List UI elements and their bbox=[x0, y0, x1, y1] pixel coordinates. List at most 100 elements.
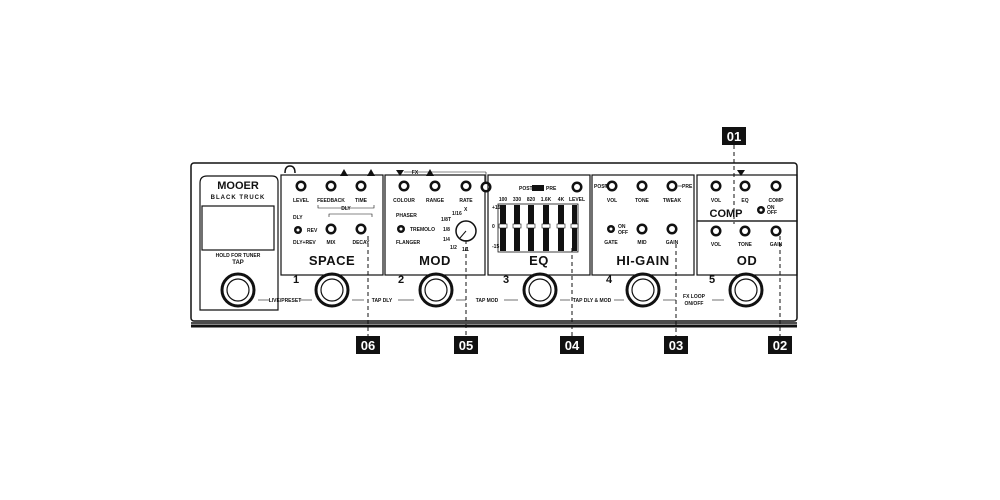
knob-time[interactable] bbox=[355, 180, 367, 192]
knob-od-vol-label: VOL bbox=[711, 242, 721, 248]
subdiv-1-4: 1/4 bbox=[443, 237, 450, 243]
comp-switch-on: ON bbox=[767, 205, 775, 211]
higain-post-label: POST bbox=[594, 184, 608, 190]
triangle-down-icon bbox=[396, 170, 404, 176]
knob-comp-vol[interactable] bbox=[710, 180, 722, 192]
footswitch-1[interactable] bbox=[314, 272, 350, 308]
callout-05-label: 05 bbox=[459, 338, 473, 353]
dly-bracket bbox=[317, 205, 375, 209]
mod-mode-selector[interactable] bbox=[397, 225, 405, 233]
knob-od-gain[interactable] bbox=[770, 225, 782, 237]
callout-05: 05 bbox=[454, 336, 478, 354]
gate-selector[interactable] bbox=[607, 225, 615, 233]
selector-mid-label: REV bbox=[307, 228, 318, 234]
footer-tap-dly-mod: TAP DLY & MOD bbox=[573, 298, 612, 304]
callout-02: 02 bbox=[768, 336, 792, 354]
callout-06-label: 06 bbox=[361, 338, 375, 353]
expression-jack[interactable] bbox=[480, 181, 492, 193]
knob-comp-vol-label: VOL bbox=[711, 198, 721, 204]
space-number: 1 bbox=[293, 274, 299, 286]
callout-04-label: 04 bbox=[565, 338, 580, 353]
knob-mix[interactable] bbox=[325, 223, 337, 235]
gate-label: GATE bbox=[604, 240, 618, 246]
footer-tap-dly: TAP DLY bbox=[372, 298, 393, 304]
knob-higain-mid-label: MID bbox=[637, 240, 647, 246]
footer-fx-loop-2: ON/OFF bbox=[685, 301, 704, 307]
mod-name: MOD bbox=[419, 253, 451, 268]
eq-db-bot: -15 bbox=[492, 244, 499, 250]
tap-label: TAP bbox=[232, 260, 244, 266]
eq-db-top: +15 bbox=[492, 205, 501, 211]
knob-higain-mid[interactable] bbox=[636, 223, 648, 235]
footer-tap-mod: TAP MOD bbox=[476, 298, 499, 304]
triangle-down-icon bbox=[737, 170, 745, 176]
knob-eq-level[interactable] bbox=[571, 181, 583, 193]
footswitch-3[interactable] bbox=[522, 272, 558, 308]
eq-band-330: 330 bbox=[513, 197, 522, 203]
knob-od-tone[interactable] bbox=[739, 225, 751, 237]
brand-logo: MOOER bbox=[217, 180, 259, 192]
eq-band-820: 820 bbox=[527, 197, 536, 203]
triangle-marker-icon bbox=[367, 169, 375, 176]
eq-slider-820[interactable] bbox=[526, 205, 536, 251]
space-mode-selector[interactable] bbox=[294, 226, 302, 234]
mod-selector-mid-label: TREMOLO bbox=[410, 227, 435, 233]
knob-rate[interactable] bbox=[460, 180, 472, 192]
comp-switch[interactable] bbox=[757, 206, 765, 214]
knob-od-tone-label: TONE bbox=[738, 242, 752, 248]
od-number: 5 bbox=[709, 274, 715, 286]
callout-03-label: 03 bbox=[669, 338, 683, 353]
knob-mix-label: MIX bbox=[327, 240, 337, 246]
higain-number: 4 bbox=[606, 274, 613, 286]
higain-name: HI-GAIN bbox=[616, 253, 669, 268]
knob-feedback[interactable] bbox=[325, 180, 337, 192]
mod-section: FX COLOUR RANGE RATE PHASER TREMOLO FLAN… bbox=[384, 169, 492, 286]
knob-colour[interactable] bbox=[398, 180, 410, 192]
eq-slider-4k[interactable] bbox=[556, 205, 566, 251]
knob-higain-vol-label: VOL bbox=[607, 198, 617, 204]
knob-od-vol[interactable] bbox=[710, 225, 722, 237]
subdiv-1-16: 1/16 bbox=[452, 211, 462, 217]
footer-labels: LIVE/PRESET TAP DLY TAP MOD TAP DLY & MO… bbox=[258, 294, 724, 307]
footswitch-2[interactable] bbox=[418, 272, 454, 308]
subdivision-knob[interactable] bbox=[455, 220, 477, 242]
triangle-up-icon bbox=[426, 169, 434, 176]
eq-number: 3 bbox=[503, 274, 509, 286]
eq-slider-1-6k[interactable] bbox=[541, 205, 551, 251]
knob-higain-vol[interactable] bbox=[606, 180, 618, 192]
eq-level-label: LEVEL bbox=[569, 197, 585, 203]
mod-selector-bot-label: FLANGER bbox=[396, 240, 421, 246]
brand-model: BLACK TRUCK bbox=[211, 195, 266, 201]
eq-post-label: POST bbox=[519, 186, 533, 192]
knob-time-label: TIME bbox=[355, 198, 368, 204]
knob-range[interactable] bbox=[429, 180, 441, 192]
higain-section: POST PRE VOL TONE TWEAK ON OFF GATE MID … bbox=[591, 174, 695, 286]
knob-higain-tweak-label: TWEAK bbox=[663, 198, 682, 204]
footswitch-tap[interactable] bbox=[220, 272, 256, 308]
eq-slider-330[interactable] bbox=[512, 205, 522, 251]
footswitch-5[interactable] bbox=[728, 272, 764, 308]
knob-higain-tone[interactable] bbox=[636, 180, 648, 192]
higain-pre-label: PRE bbox=[682, 184, 693, 190]
comp-switch-off: OFF bbox=[767, 210, 777, 216]
footswitch-4[interactable] bbox=[625, 272, 661, 308]
footer-live-preset: LIVE/PRESET bbox=[269, 298, 302, 304]
eq-name: EQ bbox=[529, 253, 549, 268]
knob-decay[interactable] bbox=[355, 223, 367, 235]
knob-higain-gain[interactable] bbox=[666, 223, 678, 235]
callout-01: 01 bbox=[722, 127, 746, 145]
eq-slider-100[interactable] bbox=[498, 205, 508, 251]
subdiv-1-8t: 1/8T bbox=[441, 217, 451, 223]
knob-comp-comp[interactable] bbox=[770, 180, 782, 192]
knob-higain-tweak[interactable] bbox=[666, 180, 678, 192]
eq-slider-level[interactable] bbox=[570, 205, 579, 251]
knob-level[interactable] bbox=[295, 180, 307, 192]
eq-post-pre-switch[interactable] bbox=[532, 185, 544, 191]
eq-db-mid: 0 bbox=[492, 224, 495, 230]
knob-colour-label: COLOUR bbox=[393, 198, 415, 204]
eq-pre-label: PRE bbox=[546, 186, 557, 192]
tap-section-outline bbox=[199, 175, 279, 311]
hold-for-tuner-label: HOLD FOR TUNER bbox=[216, 253, 261, 259]
knob-comp-eq[interactable] bbox=[739, 180, 751, 192]
selector-bot-label: DLY+REV bbox=[293, 240, 316, 246]
